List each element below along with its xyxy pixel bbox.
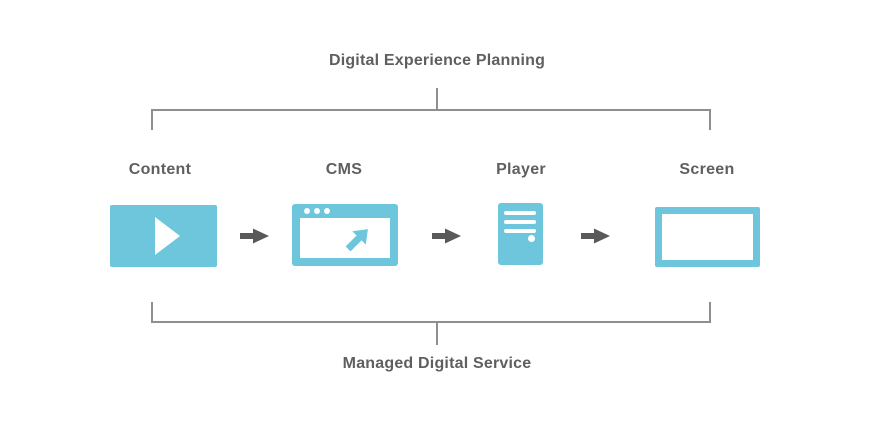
media-player-tower-icon [498, 203, 543, 265]
bottom-bracket-label: Managed Digital Service [342, 355, 532, 372]
window-dot-icon [324, 208, 330, 214]
play-triangle-icon [155, 217, 180, 255]
mouse-cursor-icon [345, 229, 368, 252]
player-vent-bar [504, 211, 536, 215]
window-dot-icon [314, 208, 320, 214]
browser-content-area [300, 218, 390, 258]
video-content-play-icon [110, 205, 217, 267]
bottom-bracket-stem [436, 323, 438, 345]
top-bracket-stem [436, 88, 438, 109]
step-label-content: Content [128, 161, 192, 178]
flow-arrow-icon [240, 228, 269, 244]
top-bracket [151, 109, 711, 130]
browser-window-cursor-icon [292, 204, 398, 266]
step-label-screen: Screen [679, 161, 735, 178]
top-bracket-label: Digital Experience Planning [328, 52, 546, 69]
flow-arrow-icon [432, 228, 461, 244]
player-power-dot [528, 235, 535, 242]
display-screen-icon [655, 207, 760, 267]
step-label-cms: CMS [325, 161, 363, 178]
window-dot-icon [304, 208, 310, 214]
player-vent-bar [504, 229, 536, 233]
step-label-player: Player [496, 161, 546, 178]
player-vent-bar [504, 220, 536, 224]
bottom-bracket [151, 302, 711, 323]
flow-arrow-icon [581, 228, 610, 244]
